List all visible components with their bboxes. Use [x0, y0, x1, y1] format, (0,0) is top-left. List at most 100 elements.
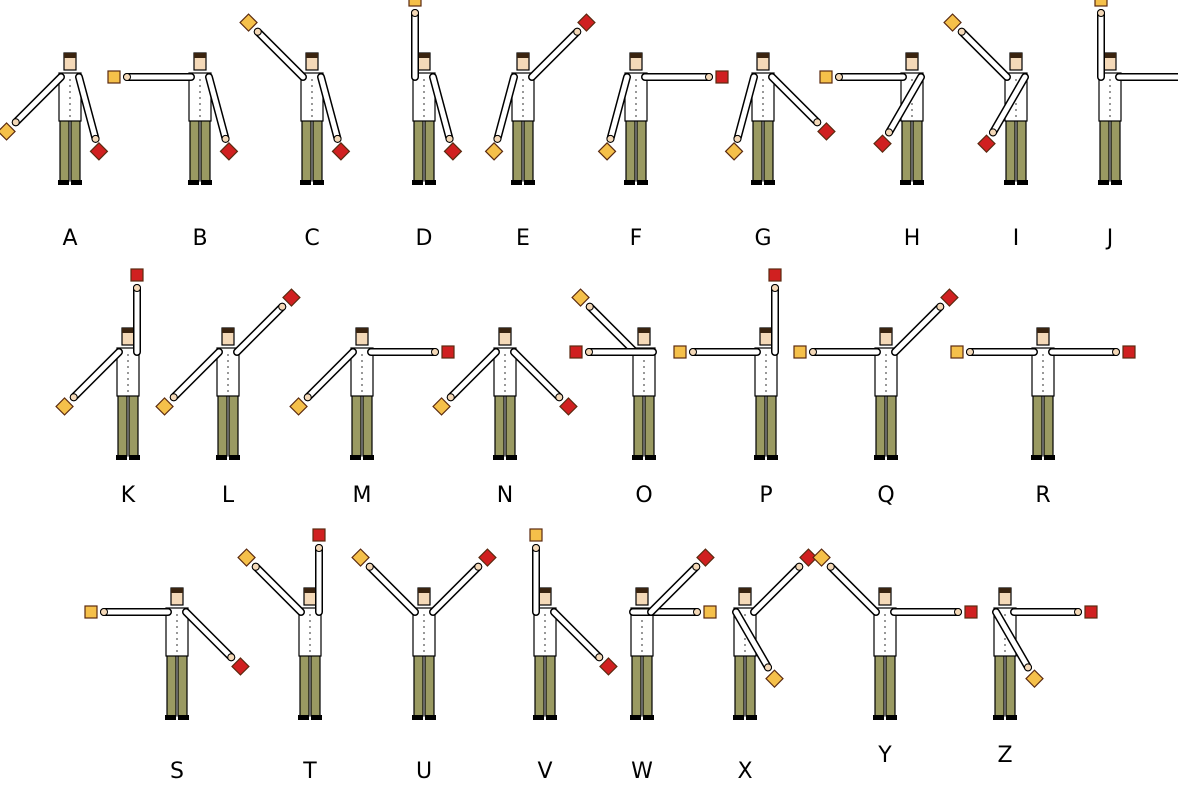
letter-label: N	[497, 483, 513, 508]
semaphore-figure-g: G	[726, 53, 835, 251]
right-leg	[764, 119, 773, 181]
left-hand	[765, 664, 772, 671]
semaphore-figure-z: Z	[993, 588, 1097, 768]
left-shoe	[751, 180, 762, 185]
left-flag	[813, 549, 830, 566]
right-hand	[279, 303, 286, 310]
left-leg	[414, 119, 423, 181]
letter-label: L	[222, 483, 235, 508]
hair	[906, 53, 918, 58]
left-hand	[494, 135, 501, 142]
right-leg	[886, 654, 895, 716]
right-hand	[990, 129, 997, 136]
left-leg	[875, 654, 884, 716]
right-leg	[887, 394, 896, 456]
right-hand	[475, 563, 482, 570]
left-arm	[256, 567, 301, 612]
letter-label: E	[516, 226, 530, 251]
left-shoe	[900, 180, 911, 185]
right-leg	[506, 394, 515, 456]
left-flag	[704, 606, 716, 618]
right-flag	[479, 549, 496, 566]
hair	[739, 588, 751, 593]
left-flag	[409, 0, 421, 6]
left-shoe	[624, 180, 635, 185]
semaphore-figure-t: T	[238, 529, 325, 784]
semaphore-figure-u: U	[352, 549, 496, 784]
left-leg	[756, 394, 765, 456]
left-flag	[599, 143, 616, 160]
letter-label: U	[416, 759, 432, 784]
semaphore-figure-h: H	[820, 53, 924, 251]
left-shoe	[533, 715, 544, 720]
hair	[306, 53, 318, 58]
right-arm	[514, 352, 559, 397]
right-arm	[433, 567, 478, 612]
left-hand	[124, 74, 131, 81]
right-flag	[220, 143, 237, 160]
right-leg	[524, 119, 533, 181]
letter-label: Z	[997, 743, 1012, 768]
hair	[638, 328, 650, 333]
right-flag	[444, 143, 461, 160]
left-shoe	[1004, 180, 1015, 185]
right-leg	[313, 119, 322, 181]
semaphore-figure-k: K	[56, 269, 143, 508]
left-flag	[944, 14, 961, 31]
left-flag	[240, 14, 257, 31]
right-hand	[222, 135, 229, 142]
right-shoe	[363, 455, 374, 460]
right-hand	[955, 609, 962, 616]
hair	[64, 53, 76, 58]
right-hand	[586, 349, 593, 356]
right-shoe	[524, 180, 535, 185]
right-arm	[895, 307, 940, 352]
right-leg	[201, 119, 210, 181]
left-leg	[626, 119, 635, 181]
right-flag	[570, 346, 582, 358]
right-hand	[228, 654, 235, 661]
letter-label: I	[1013, 226, 1020, 251]
letter-label: P	[759, 483, 772, 508]
right-shoe	[637, 180, 648, 185]
left-hand	[447, 394, 454, 401]
right-leg	[746, 654, 755, 716]
right-hand	[772, 285, 779, 292]
right-shoe	[71, 180, 82, 185]
left-leg	[634, 394, 643, 456]
hair	[122, 328, 134, 333]
right-flag	[818, 123, 835, 140]
left-arm	[831, 567, 876, 612]
right-shoe	[913, 180, 924, 185]
letter-label: K	[121, 483, 136, 508]
hair	[1037, 328, 1049, 333]
semaphore-figure-b: B	[108, 53, 237, 251]
letter-label: Q	[877, 483, 894, 508]
letter-label: X	[737, 759, 752, 784]
hair	[757, 53, 769, 58]
hair	[999, 588, 1011, 593]
right-flag	[442, 346, 454, 358]
letter-label: C	[304, 226, 319, 251]
hair	[539, 588, 551, 593]
right-shoe	[887, 455, 898, 460]
left-flag	[1026, 670, 1043, 687]
left-hand	[412, 10, 419, 17]
right-leg	[1017, 119, 1026, 181]
right-flag	[313, 529, 325, 541]
left-shoe	[116, 455, 127, 460]
left-leg	[902, 119, 911, 181]
right-leg	[229, 394, 238, 456]
letter-label: D	[416, 226, 433, 251]
left-arm	[258, 32, 303, 77]
hair	[630, 53, 642, 58]
letter-label: B	[192, 226, 207, 251]
left-flag	[572, 289, 589, 306]
right-leg	[645, 394, 654, 456]
left-shoe	[632, 455, 643, 460]
left-hand	[252, 563, 259, 570]
semaphore-figure-x: X	[733, 549, 817, 784]
left-hand	[607, 135, 614, 142]
left-leg	[535, 654, 544, 716]
left-shoe	[733, 715, 744, 720]
